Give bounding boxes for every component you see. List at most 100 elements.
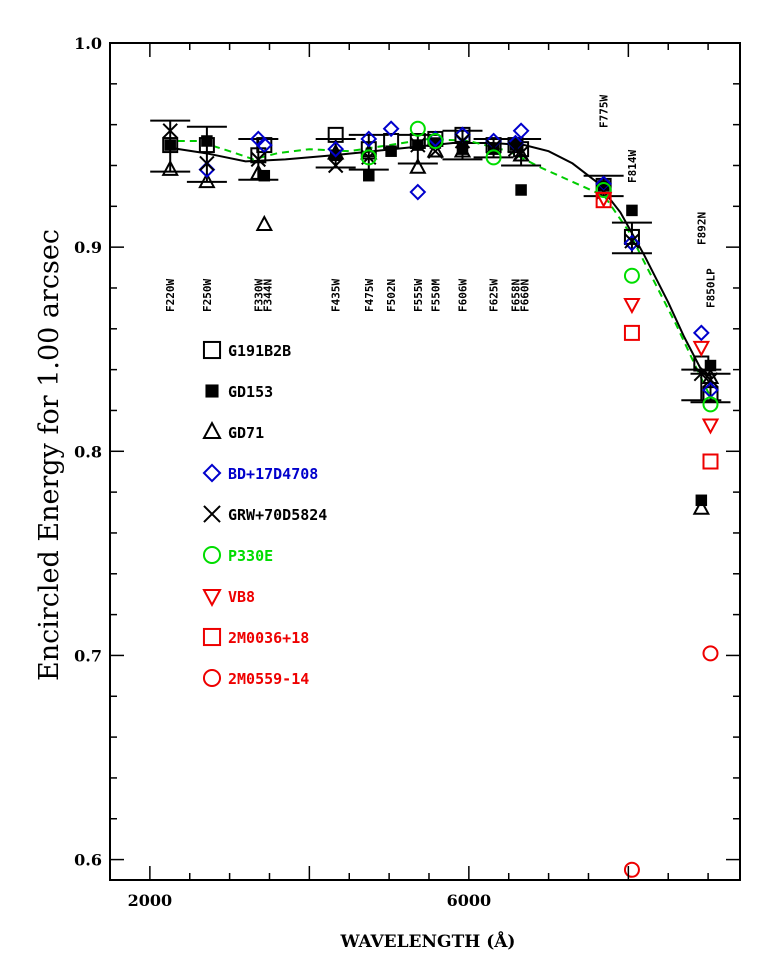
data-point: [426, 141, 445, 158]
data-point: [409, 157, 427, 174]
data-point: [692, 498, 711, 515]
data-point: [363, 169, 375, 182]
data-point: [595, 192, 612, 209]
legend-marker: [202, 668, 222, 688]
data-point: [512, 145, 530, 162]
data-point: [409, 120, 426, 137]
legend-label: 2M0559-14: [228, 670, 309, 688]
legend-marker: [205, 384, 219, 398]
x-axis-title: WAVELENGTH (Å): [340, 930, 516, 952]
fit-line-solid: [165, 142, 713, 379]
data-point: [250, 151, 267, 168]
legend-marker: [202, 588, 222, 607]
data-point: [360, 130, 378, 148]
data-point: [454, 133, 471, 149]
x-tick-label: 6000: [447, 891, 492, 910]
data-point: [701, 418, 720, 435]
filter-label: F435W: [330, 279, 343, 312]
data-point: [702, 372, 719, 388]
data-point: [624, 233, 640, 249]
data-point: [249, 163, 268, 180]
plot-frame: [109, 42, 741, 881]
x-tick-label: 2000: [128, 891, 173, 910]
axes: 2000 6000 0.6 0.7 0.8 0.9 1.0: [74, 34, 741, 910]
y-tick-label: 0.7: [74, 646, 102, 665]
data-point: [512, 122, 530, 140]
data-point: [702, 396, 719, 413]
legend-marker: [202, 463, 222, 483]
data-point: [255, 214, 273, 231]
filter-label: F502N: [385, 279, 398, 312]
legend: G191B2B GD153GD71BD+17D4708GRW+70D5824P33…: [202, 340, 327, 688]
data-point: [162, 123, 178, 139]
legend-marker: [202, 421, 222, 440]
data-point: [692, 340, 711, 357]
legend-label: BD+17D4708: [228, 465, 318, 483]
filter-label: F606W: [457, 279, 470, 312]
data-point: [623, 298, 641, 315]
filter-label: F658N: [510, 279, 523, 312]
data-point: [453, 141, 472, 158]
data-point: [485, 149, 502, 166]
y-tick-label: 0.9: [74, 238, 102, 257]
y-tick-label: 1.0: [74, 34, 102, 53]
legend-marker: [202, 627, 222, 647]
data-point: [198, 172, 216, 189]
data-point: [201, 135, 213, 147]
filter-label: F892N: [695, 212, 708, 245]
filter-label: F850LP: [705, 268, 718, 308]
data-point: [702, 386, 719, 403]
filter-label: F550M: [429, 279, 442, 312]
filter-label: F220W: [164, 279, 177, 312]
data-point: [623, 234, 641, 252]
data-point: [410, 137, 426, 153]
data-point: [382, 120, 400, 138]
filter-label: F344N: [261, 279, 274, 312]
filter-label: F330W: [252, 279, 265, 312]
y-tick-label: 0.8: [74, 442, 102, 461]
data-point: [327, 157, 344, 174]
data-point: [626, 204, 638, 217]
data-point: [513, 145, 529, 161]
data-point: [507, 137, 524, 154]
data-point: [693, 366, 710, 382]
legend-label: G191B2B: [228, 342, 291, 360]
data-point: [327, 140, 345, 158]
y-tick-label: 0.6: [74, 851, 102, 870]
data-point: [623, 228, 640, 245]
legend-label: GD71: [228, 424, 264, 442]
legend-label: GRW+70D5824: [228, 506, 327, 524]
data-point: [161, 159, 179, 176]
data-point: [427, 132, 444, 149]
legend-label: P330E: [228, 547, 273, 565]
filter-label: F475W: [363, 279, 376, 312]
filter-label: F555W: [412, 279, 425, 312]
legend-label: VB8: [228, 588, 255, 606]
data-point: [623, 324, 640, 341]
data-point: [623, 861, 640, 878]
fit-line-dashed: [165, 137, 713, 401]
data-point: [164, 139, 176, 151]
data-point: [515, 184, 527, 196]
fit-lines: [165, 137, 713, 401]
data-point: [199, 155, 215, 172]
filter-label: F660N: [519, 279, 532, 312]
data-point: [162, 137, 179, 154]
filter-label: F625W: [488, 279, 501, 312]
data-point: [409, 183, 427, 201]
data-point: [595, 181, 612, 198]
data-point: [623, 267, 640, 284]
data-point: [385, 145, 397, 157]
filter-label: F250W: [201, 279, 214, 312]
data-point: [702, 453, 719, 470]
data-point: [250, 147, 267, 164]
legend-marker: [202, 340, 222, 360]
legend-label: GD153: [228, 383, 273, 401]
data-point: [692, 324, 710, 342]
data-markers: [161, 120, 720, 878]
filter-label: F775W: [598, 95, 611, 128]
legend-marker: [202, 545, 222, 565]
y-axis-title: Encircled Energy for 1.00 arcsec: [34, 229, 65, 681]
